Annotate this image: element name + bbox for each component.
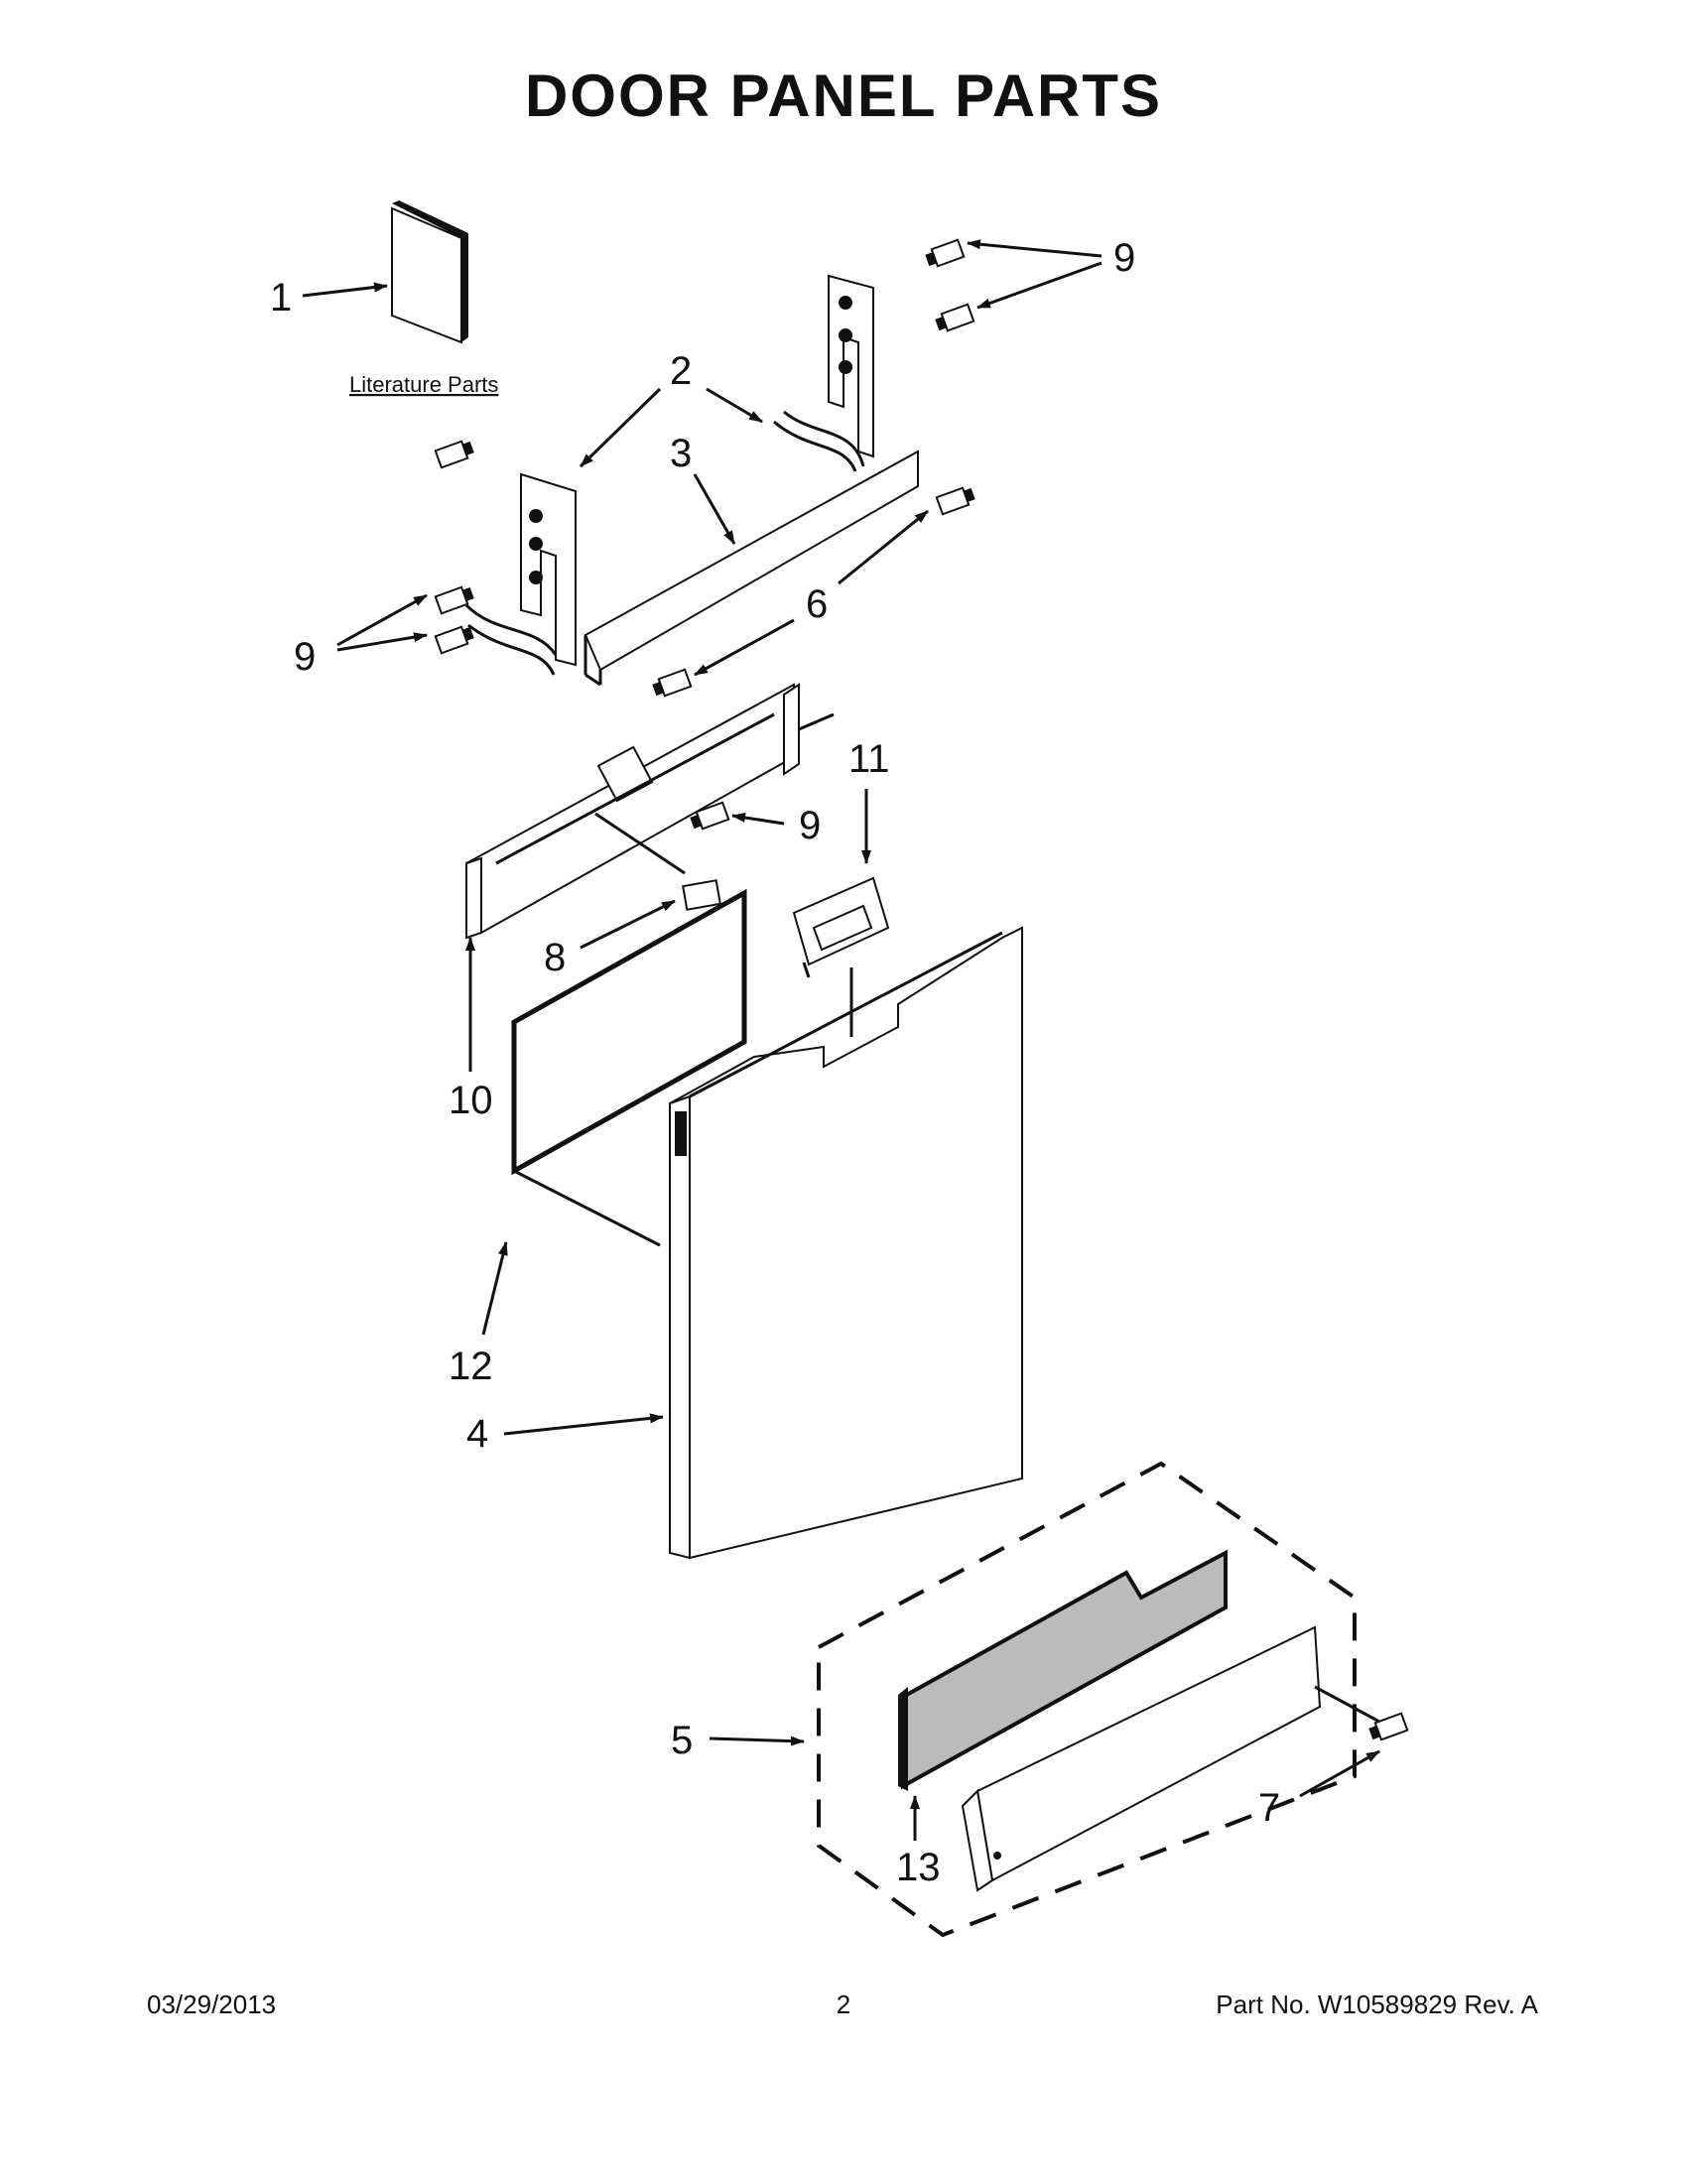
callout-7: 7 bbox=[1258, 1786, 1280, 1830]
foam-insulation-strip bbox=[898, 1549, 1228, 1791]
arrow-3 bbox=[693, 473, 736, 545]
arrow-5 bbox=[709, 1735, 805, 1746]
arrow-9-top-a bbox=[967, 239, 1103, 258]
arrow-9-left-b bbox=[336, 632, 428, 652]
kit-outline bbox=[817, 1461, 1357, 1938]
callout-9-mid: 9 bbox=[799, 804, 821, 847]
door-gasket bbox=[511, 888, 747, 1247]
upper-channel bbox=[584, 450, 919, 687]
hinge-bracket-right bbox=[773, 274, 874, 472]
arrow-2-left bbox=[579, 387, 662, 468]
callout-9-top: 9 bbox=[1113, 236, 1135, 280]
callout-2: 2 bbox=[670, 349, 692, 393]
footer-part-number: Part No. W10589829 Rev. A bbox=[1216, 1990, 1538, 2019]
arrow-8 bbox=[580, 899, 676, 950]
arrow-6-upper bbox=[838, 509, 929, 585]
callout-4: 4 bbox=[466, 1412, 488, 1456]
arrow-9-top-b bbox=[976, 261, 1103, 310]
footer-date: 03/29/2013 bbox=[147, 1990, 277, 2019]
callout-12: 12 bbox=[449, 1345, 493, 1388]
arrow-4 bbox=[503, 1413, 664, 1436]
screws bbox=[434, 238, 1409, 1741]
footer-page-number: 2 bbox=[836, 1990, 851, 2019]
arrow-1 bbox=[302, 282, 388, 298]
arrow-12 bbox=[481, 1241, 508, 1336]
arrow-9-left-a bbox=[336, 593, 428, 647]
callout-3: 3 bbox=[670, 432, 692, 475]
literature-parts-label: Literature Parts bbox=[349, 372, 498, 397]
handle-cup bbox=[792, 876, 890, 1037]
outer-door-panel bbox=[668, 926, 1023, 1560]
callout-13: 13 bbox=[896, 1846, 941, 1889]
arrow-2-right bbox=[706, 387, 763, 424]
hinge-bracket-left bbox=[464, 472, 577, 676]
control-panel-assembly bbox=[464, 683, 835, 940]
callout-11: 11 bbox=[848, 737, 890, 781]
kick-plate bbox=[961, 1625, 1322, 1892]
callout-10: 10 bbox=[449, 1079, 493, 1122]
arrow-9-mid bbox=[731, 813, 785, 826]
callout-1: 1 bbox=[270, 276, 292, 320]
callout-8: 8 bbox=[544, 936, 566, 979]
page-title: DOOR PANEL PARTS bbox=[524, 63, 1163, 129]
callout-6: 6 bbox=[806, 582, 828, 626]
arrow-6-lower bbox=[694, 618, 795, 677]
arrow-7 bbox=[1299, 1749, 1380, 1798]
callout-9-left: 9 bbox=[294, 635, 316, 679]
literature-booklet bbox=[391, 200, 468, 344]
screw-leader-7 bbox=[1314, 1685, 1380, 1724]
callout-5: 5 bbox=[671, 1719, 693, 1762]
